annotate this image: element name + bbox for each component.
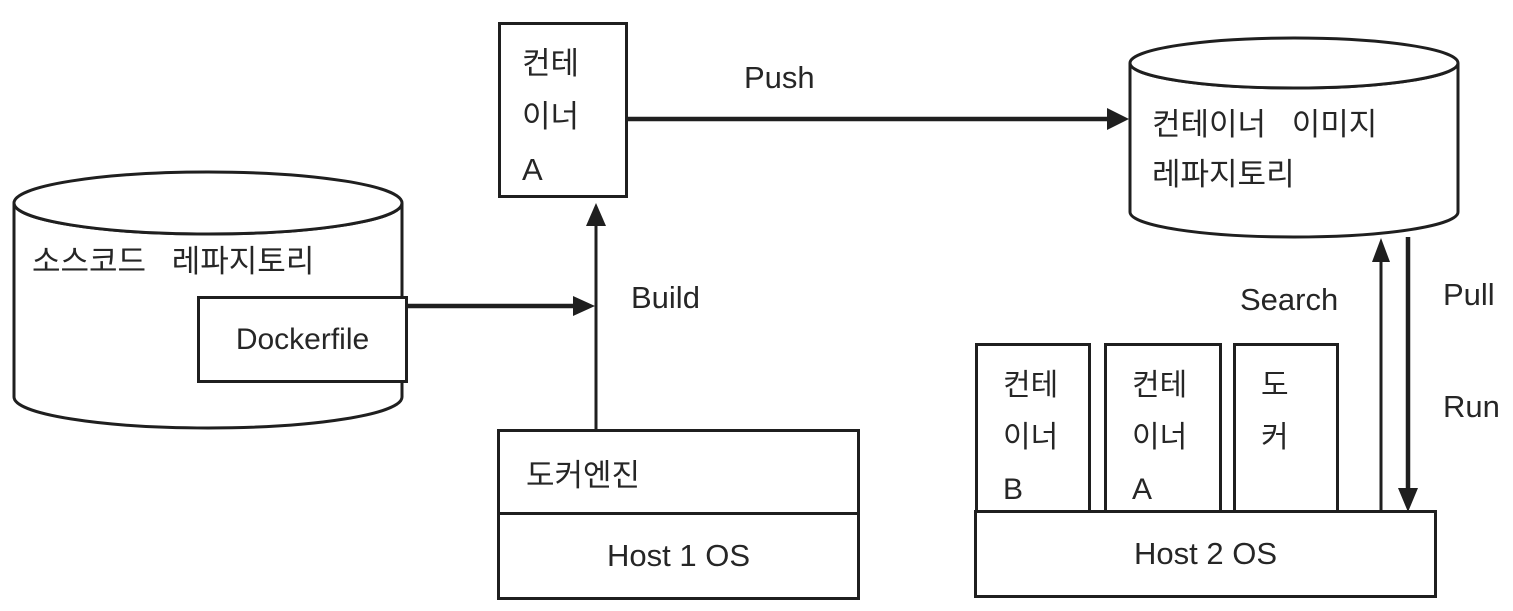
host2-container-a-label: 컨테 이너 A	[1132, 369, 1188, 506]
host2-os-box: Host 2 OS	[974, 510, 1437, 598]
docker-engine-label: 도커엔진	[526, 457, 641, 493]
host2-docker-box: 도 커	[1233, 343, 1339, 513]
host1-os-box: Host 1 OS	[497, 512, 860, 600]
search-arrow-label: Search	[1240, 282, 1339, 317]
pull-run-arrow	[1398, 237, 1418, 512]
host1-os-label: Host 1 OS	[607, 538, 750, 573]
image-repo-label: 컨테이너 이미지 레파지토리	[1152, 107, 1378, 192]
host2-container-b-box: 컨테 이너 B	[975, 343, 1091, 513]
push-arrow-label: Push	[744, 60, 815, 95]
host2-os-label: Host 2 OS	[1134, 536, 1277, 571]
dockerfile-label: Dockerfile	[235, 322, 370, 356]
push-arrow	[627, 108, 1129, 130]
host2-container-b-label: 컨테 이너 B	[1003, 369, 1059, 506]
image-repo-cylinder	[1128, 36, 1460, 239]
source-repo-label: 소스코드 레파지토리	[32, 244, 315, 279]
build-arrow-label: Build	[631, 280, 700, 315]
container-a-box: 컨테 이너 A	[498, 22, 628, 198]
search-arrow	[1372, 238, 1390, 513]
dockerfile-box: Dockerfile	[197, 296, 408, 383]
build-arrow	[586, 203, 606, 429]
dockerfile-to-build-arrow	[407, 296, 595, 316]
docker-engine-box: 도커엔진	[497, 429, 860, 515]
host2-container-a-box: 컨테 이너 A	[1104, 343, 1222, 513]
host2-docker-label: 도 커	[1261, 369, 1289, 454]
pull-arrow-label: Pull	[1443, 277, 1495, 312]
run-arrow-label: Run	[1443, 389, 1500, 424]
container-a-label: 컨테 이너 A	[522, 46, 580, 187]
